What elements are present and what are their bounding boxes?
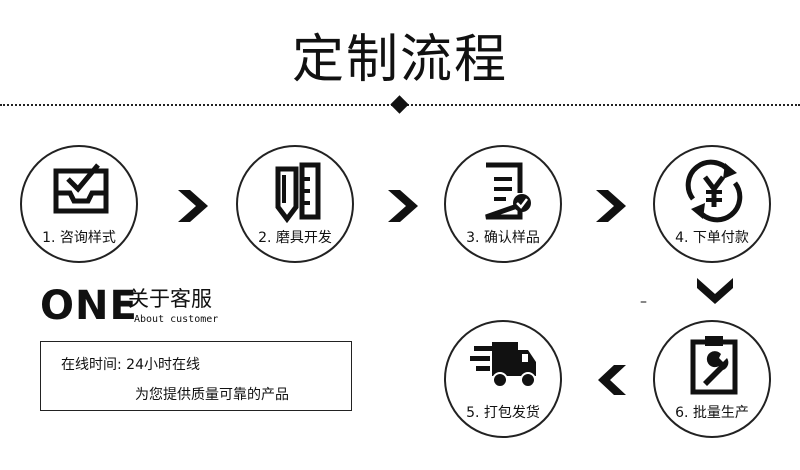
step-mass-production: 6. 批量生产 [653, 320, 771, 438]
inbox-check-icon [53, 163, 109, 214]
service-promise: 为您提供质量可靠的产品 [135, 387, 289, 403]
chevron-left-icon [598, 365, 626, 395]
chevron-right-icon [596, 190, 626, 222]
chevron-right-icon [388, 190, 418, 222]
stray-dash: – [640, 294, 647, 310]
step-pack-ship: 5. 打包发货 [444, 320, 562, 438]
service-hours: 在线时间: 24小时在线 [61, 357, 200, 373]
step-label: 4. 下单付款 [675, 230, 749, 246]
step-label: 1. 咨询样式 [42, 230, 116, 246]
step-label: 5. 打包发货 [466, 405, 540, 421]
step-label: 3. 确认样品 [466, 230, 540, 246]
service-info-box: 在线时间: 24小时在线 为您提供质量可靠的产品 [40, 341, 352, 411]
pencil-ruler-icon [275, 162, 321, 223]
delivery-truck-icon [470, 342, 536, 388]
step-consult: 1. 咨询样式 [20, 145, 138, 263]
step-label: 6. 批量生产 [675, 405, 749, 421]
about-subtitle: About customer [134, 314, 219, 325]
document-check-icon [485, 162, 531, 220]
page-title: 定制流程 [291, 30, 508, 90]
step-confirm-sample: 3. 确认样品 [444, 145, 562, 263]
about-title: 关于客服 [128, 287, 212, 311]
step-mold-development: 2. 磨具开发 [236, 145, 354, 263]
step-order-payment: 4. 下单付款 [653, 145, 771, 263]
diamond-ornament [390, 95, 409, 114]
chevron-right-icon [178, 190, 208, 222]
brand-wordmark: ONE [40, 283, 138, 329]
chevron-down-icon [697, 278, 733, 304]
yen-cycle-icon [685, 159, 743, 223]
step-label: 2. 磨具开发 [258, 230, 332, 246]
wrench-clipboard-icon [690, 336, 738, 395]
